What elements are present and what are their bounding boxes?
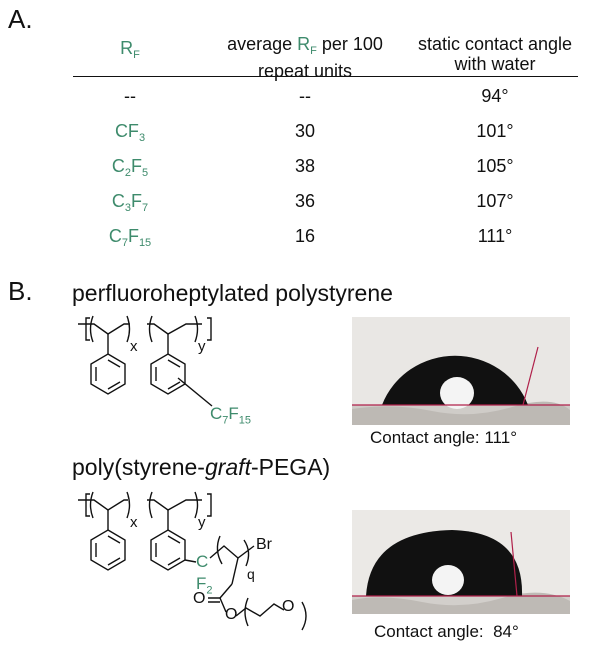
row-4-rf: C7F15 — [108, 226, 152, 249]
polymer2-structure — [78, 491, 307, 631]
row-3-angle: 107° — [476, 191, 514, 211]
droplet-photo-111 — [352, 317, 570, 425]
polymer2-atom-o1: O — [193, 590, 206, 607]
polymer2-atom-o2: O — [225, 606, 238, 623]
droplet-photo-84 — [352, 510, 570, 614]
panel-a-label: A. — [8, 4, 33, 34]
row-4-angle: 111° — [477, 226, 513, 246]
panel-b-label: B. — [8, 276, 33, 306]
polymer2-atom-br: Br — [256, 536, 272, 553]
polymer1-substituent: C7F15 — [210, 404, 252, 427]
row-3-rf: C3F7 — [111, 191, 149, 214]
row-4-average: 16 — [294, 226, 316, 246]
table-header-rule — [73, 76, 578, 77]
header-average: average RF per 100 repeat units — [227, 34, 383, 81]
polymer2-title: poly(styrene-graft-PEGA) — [72, 454, 331, 480]
polymer2-atom-f2: F2 — [196, 574, 213, 597]
polymer2-atom-c: C — [196, 552, 209, 571]
header-rf: RF — [120, 38, 140, 61]
polymer2-atom-o3: O — [282, 598, 295, 615]
polymer2-sub-x: x — [130, 514, 138, 531]
row-2-average: 38 — [294, 156, 316, 176]
polymer1-sub-x: x — [130, 338, 138, 355]
row-0-rf: -- — [124, 86, 136, 106]
polymer1-title: perfluoroheptylated polystyrene — [72, 280, 393, 306]
polymer2-sub-q: q — [247, 566, 255, 582]
caption-84: Contact angle: 84° — [374, 622, 519, 641]
row-2-angle: 105° — [476, 156, 514, 176]
row-0-angle: 94° — [481, 86, 509, 106]
row-3-average: 36 — [294, 191, 316, 211]
row-1-rf: CF3 — [114, 121, 146, 144]
row-1-average: 30 — [294, 121, 316, 141]
header-contact-angle: static contact angle with water — [417, 34, 573, 74]
row-2-rf: C2F5 — [111, 156, 149, 179]
caption-111: Contact angle: 111° — [370, 428, 517, 447]
polymer1-structure — [78, 315, 213, 407]
polymer1-sub-y: y — [198, 338, 206, 355]
polymer2-sub-y: y — [198, 514, 206, 531]
row-0-average: -- — [299, 86, 311, 106]
row-1-angle: 101° — [476, 121, 514, 141]
